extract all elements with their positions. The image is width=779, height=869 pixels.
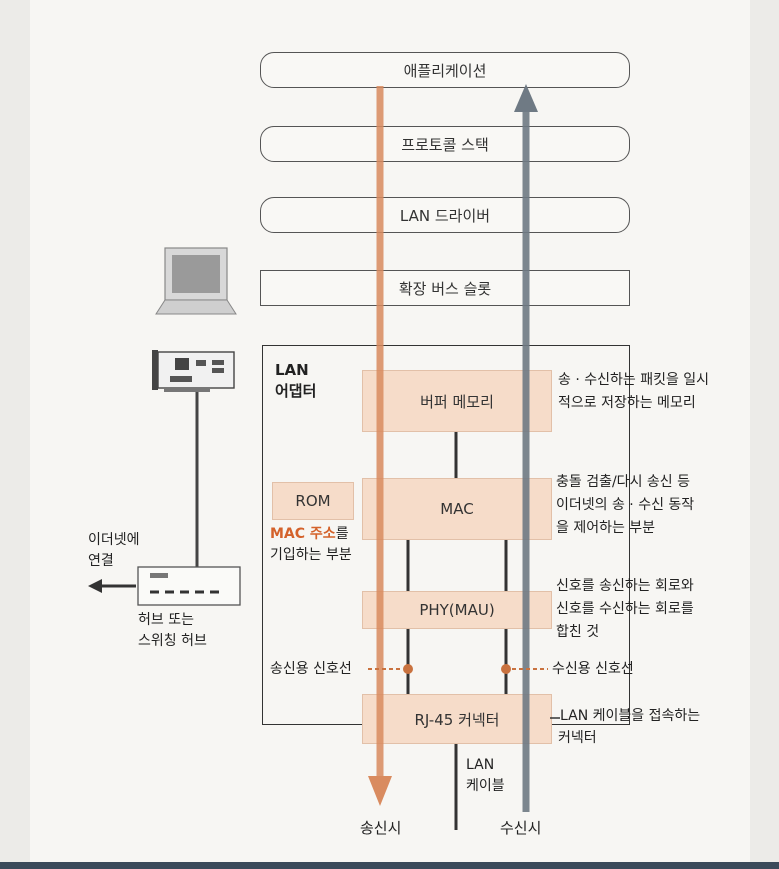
mac-address-accent: MAC 주소 xyxy=(270,526,336,542)
phy-note-line2: 신호를 수신하는 회로를 xyxy=(556,601,694,617)
receive-label: 수신시 xyxy=(500,819,542,837)
tx-signal-dot xyxy=(403,664,413,674)
phy-note-line1: 신호를 송신하는 회로와 xyxy=(556,578,694,594)
protocol-stack-label: 프로토콜 스택 xyxy=(401,135,489,154)
adapter-title-line1: LAN xyxy=(275,361,309,379)
mac-note-line3: 을 제어하는 부분 xyxy=(556,520,656,536)
send-arrow-head xyxy=(368,776,392,806)
mac-note-line1: 충돌 검출/다시 송신 등 xyxy=(556,474,690,490)
adapter-title-line2: 어댑터 xyxy=(275,382,317,400)
rom-note-rest: 를 xyxy=(335,526,349,542)
rom-note-line1: MAC 주소를 xyxy=(270,524,349,545)
buffer-note-line1: 송 · 수신하는 패킷을 일시 xyxy=(558,372,710,388)
mac-box: MAC xyxy=(362,478,552,540)
ethernet-arrow-head xyxy=(88,579,102,593)
rj45-box: RJ-45 커넥터 xyxy=(362,694,552,744)
expansion-slot-layer: 확장 버스 슬롯 xyxy=(260,270,630,306)
rj45-note-line1: LAN 케이블을 접속하는 xyxy=(560,708,701,724)
buffer-memory-box: 버퍼 메모리 xyxy=(362,370,552,432)
rx-signal-dot xyxy=(501,664,511,674)
application-layer: 애플리케이션 xyxy=(260,52,630,88)
computer-illustration xyxy=(155,247,237,315)
rom-label: ROM xyxy=(295,492,331,510)
lan-driver-label: LAN 드라이버 xyxy=(399,206,491,225)
receive-arrow-head xyxy=(514,84,538,112)
buffer-note-line2: 적으로 저장하는 메모리 xyxy=(558,395,696,411)
ethernet-label-line2: 연결 xyxy=(88,553,114,569)
mac-note-line2: 이더넷의 송 · 수신 동작 xyxy=(556,497,695,513)
rom-note-line2: 기입하는 부분 xyxy=(270,547,352,563)
lan-driver-layer: LAN 드라이버 xyxy=(260,197,630,233)
phy-note-line3: 합친 것 xyxy=(556,624,600,640)
bottom-bar xyxy=(0,862,779,869)
rj45-label: RJ-45 커넥터 xyxy=(414,710,500,729)
hub-illustration xyxy=(137,566,241,606)
lan-cable-label-line1: LAN xyxy=(466,757,495,773)
protocol-stack-layer: 프로토콜 스택 xyxy=(260,126,630,162)
hub-label-line1: 허브 또는 xyxy=(138,612,194,628)
buffer-memory-label: 버퍼 메모리 xyxy=(420,392,494,411)
phy-box: PHY(MAU) xyxy=(362,591,552,629)
rj45-note-line2: 커넥터 xyxy=(558,730,597,746)
expansion-slot-label: 확장 버스 슬롯 xyxy=(398,279,492,298)
mac-label: MAC xyxy=(440,500,474,518)
send-label: 송신시 xyxy=(360,819,402,837)
rx-signal-label: 수신용 신호선 xyxy=(552,661,634,677)
application-label: 애플리케이션 xyxy=(403,61,487,80)
rom-box: ROM xyxy=(272,482,354,520)
lan-cable-label-line2: 케이블 xyxy=(466,778,505,794)
lan-card-illustration xyxy=(152,350,235,392)
phy-label: PHY(MAU) xyxy=(419,601,495,619)
hub-label-line2: 스위칭 허브 xyxy=(138,633,207,649)
ethernet-label-line1: 이더넷에 xyxy=(88,532,140,548)
tx-signal-label: 송신용 신호선 xyxy=(270,661,352,677)
